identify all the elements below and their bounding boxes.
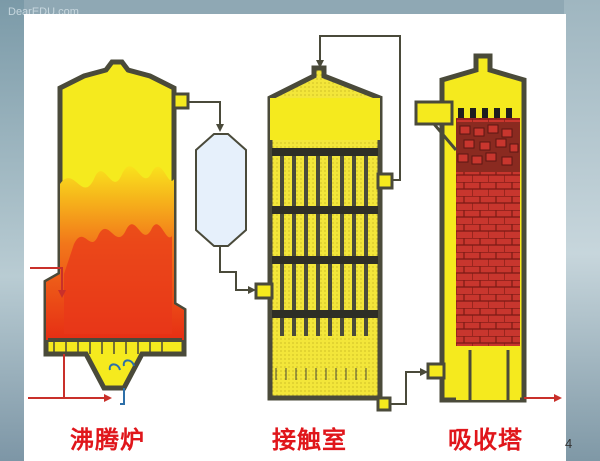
page-number: 4 [565, 436, 573, 451]
label-contact-chamber: 接触室 [272, 426, 347, 454]
background-right-band [564, 0, 600, 461]
feed-arrow [30, 267, 63, 290]
air-arrowhead-icon [104, 394, 112, 402]
bottom-baffles [275, 368, 367, 380]
label-absorption-tower: 吸收塔 [448, 426, 523, 454]
packing-rings [457, 124, 519, 166]
furnace-nozzles [53, 340, 163, 354]
air-distributor [108, 359, 135, 371]
tower-bottom-zone [456, 350, 520, 400]
tower-inlet [426, 362, 446, 380]
product-arrowhead-icon [554, 394, 562, 402]
pipe-arrow-icon [420, 368, 428, 376]
pipe-arrow-icon [216, 124, 224, 132]
boiling-furnace [28, 59, 190, 405]
flame-core-icon [64, 224, 172, 334]
furnace-outlet [172, 92, 190, 110]
feed-arrowhead-icon [58, 290, 66, 298]
absorption-tower [414, 53, 562, 403]
heat-exchanger-tubes [280, 152, 368, 336]
catalyst-layers [272, 148, 378, 318]
contact-side-port [376, 172, 394, 190]
sulfuric-acid-process-diagram [28, 35, 562, 412]
pipe-to-purifier [188, 101, 221, 124]
contact-chamber [254, 35, 428, 412]
background-left-band [0, 0, 24, 461]
spray-nozzles [458, 108, 512, 118]
contact-top-zone [270, 98, 380, 140]
acid-tank [414, 100, 454, 126]
pipe-to-contact-chamber [219, 246, 248, 291]
label-boiling-furnace: 沸腾炉 [70, 426, 145, 454]
pipe-arrow-icon [316, 60, 324, 68]
pipe-to-absorber [390, 371, 420, 405]
tank-support [432, 123, 458, 151]
slag-outlet [120, 388, 125, 405]
purifier [195, 133, 256, 294]
contact-inlet [254, 282, 274, 300]
contact-outlet [376, 396, 392, 412]
pipe-arrow-icon [248, 286, 256, 294]
recycle-pipe [319, 35, 401, 181]
